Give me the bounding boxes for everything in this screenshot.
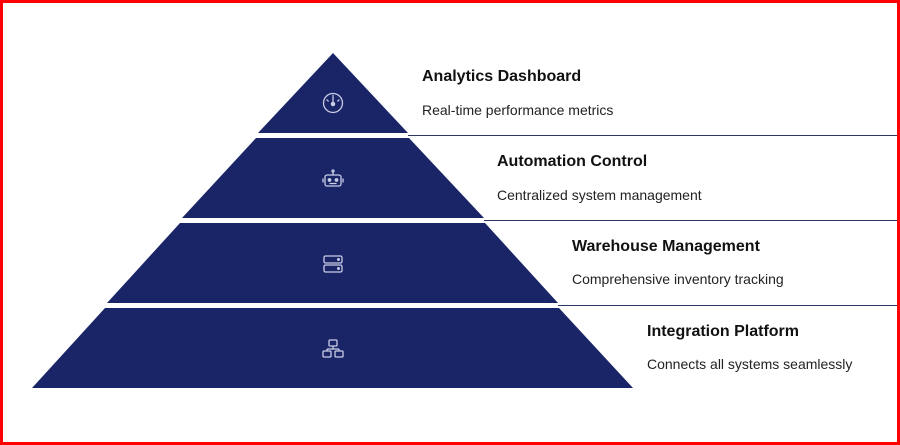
tier-label-4: Integration Platform Connects all system…	[647, 323, 852, 372]
pyramid-tier-2	[182, 138, 484, 218]
server-icon	[323, 255, 343, 273]
tier-description: Centralized system management	[497, 187, 702, 203]
tier-title: Warehouse Management	[572, 238, 760, 255]
tier-label-2: Automation Control Centralized system ma…	[497, 153, 702, 203]
tier-label-3: Warehouse Management Comprehensive inven…	[572, 238, 784, 287]
network-icon	[322, 339, 344, 358]
tier-label-1: Analytics Dashboard Real-time performanc…	[422, 68, 613, 118]
tier-title: Automation Control	[497, 153, 648, 170]
robot-icon	[322, 169, 344, 187]
tier-title: Integration Platform	[647, 323, 800, 340]
tier-description: Comprehensive inventory tracking	[572, 271, 784, 287]
tier-description: Real-time performance metrics	[422, 102, 614, 118]
tier-title: Analytics Dashboard	[422, 68, 582, 85]
tier-description: Connects all systems seamlessly	[647, 356, 853, 372]
gauge-icon	[322, 92, 344, 114]
